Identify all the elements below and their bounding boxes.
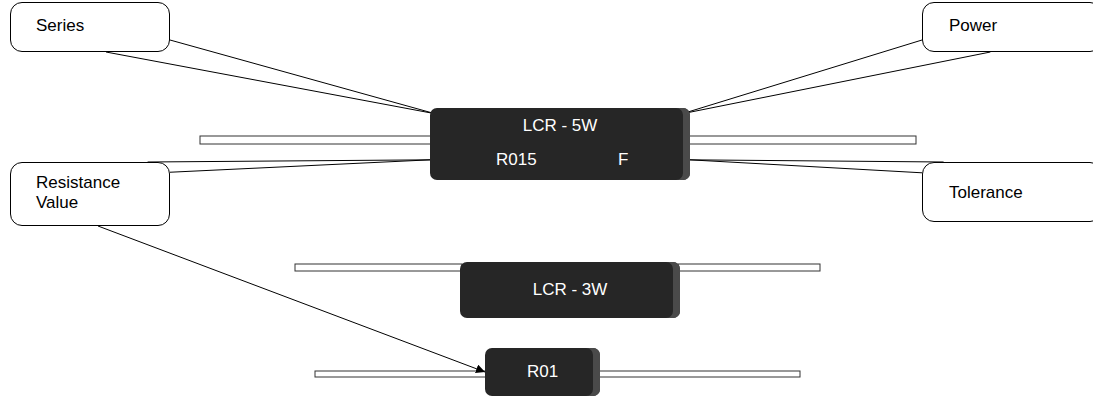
callout-box: Power <box>922 2 1093 52</box>
resistor-marking: LCR - 5W <box>430 116 690 136</box>
resistance-callout: Resistance Value <box>36 173 136 213</box>
resistor-lead <box>295 264 462 271</box>
resistor-body: LCR - 3W <box>460 262 680 318</box>
resistor-lead <box>598 371 800 377</box>
leader-arrow <box>98 226 485 372</box>
callout-tail <box>148 160 430 172</box>
resistor-marking: R015 <box>496 150 537 170</box>
callout-box: Tolerance <box>922 162 1093 222</box>
resistor-lead <box>688 136 916 144</box>
resistor-marking: R01 <box>485 362 600 382</box>
resistor-body: R01 <box>485 348 600 396</box>
resistor-marking: LCR - 3W <box>460 280 680 300</box>
callout-tail <box>690 160 944 173</box>
power-callout: Power <box>949 16 997 36</box>
resistor-marking: F <box>618 150 628 170</box>
callout-box: Resistance Value <box>10 162 170 226</box>
resistor-lead <box>678 264 820 271</box>
resistor-body: LCR - 5W R015 F <box>430 108 690 180</box>
resistor-lead <box>200 136 432 144</box>
resistor-lead <box>315 371 487 377</box>
callout-box: Series <box>10 2 170 52</box>
series-callout: Series <box>36 16 84 36</box>
tolerance-callout: Tolerance <box>949 183 1023 203</box>
